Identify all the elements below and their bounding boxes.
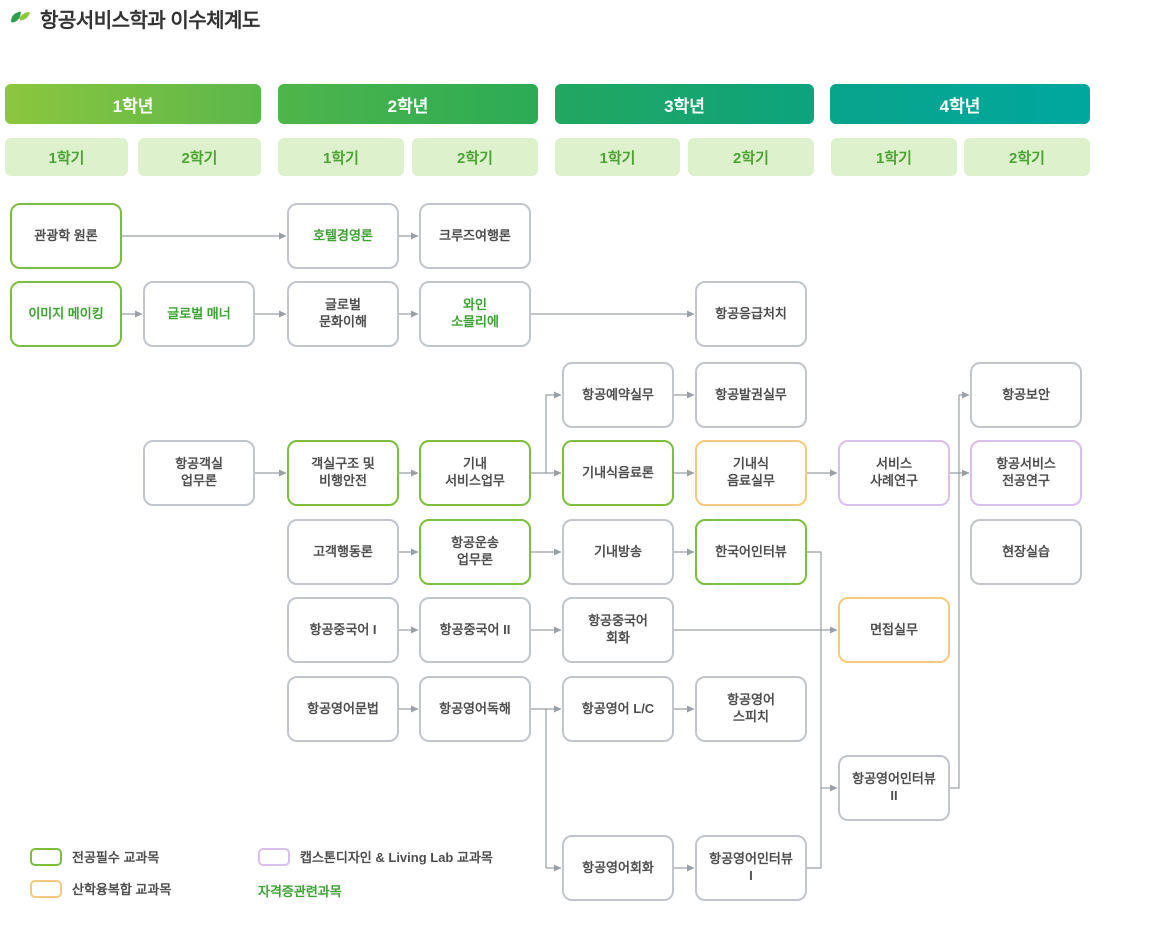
course-box: 기내 서비스업무	[419, 440, 531, 506]
course-label: 항공중국어 I	[309, 621, 377, 637]
course-box: 항공응급처치	[695, 281, 807, 347]
semester-header-2-2: 2학기	[412, 138, 538, 176]
legend-required-swatch	[30, 847, 62, 866]
course-label: 항공영어인터뷰 I	[709, 851, 793, 883]
semester-header-4-1: 1학기	[831, 138, 957, 176]
course-box: 항공영어회화	[562, 835, 674, 901]
legend-certificate-note: 자격증관련과목	[258, 884, 342, 899]
legend-industry-label: 산학융복합 교과목	[72, 882, 172, 897]
course-label: 항공중국어 회화	[588, 613, 648, 645]
course-label: 크루즈여행론	[439, 227, 511, 243]
course-box: 항공보안	[970, 362, 1082, 428]
course-box: 이미지 메이킹	[10, 281, 122, 347]
course-label: 현장실습	[1002, 543, 1050, 559]
course-box: 현장실습	[970, 519, 1082, 585]
course-label: 면접실무	[870, 621, 918, 637]
course-box: 와인 소믈리에	[419, 281, 531, 347]
course-box: 관광학 원론	[10, 203, 122, 269]
course-label: 항공객실 업무론	[175, 456, 223, 488]
course-label: 항공영어인터뷰 II	[852, 771, 936, 803]
course-label: 한국어인터뷰	[715, 543, 787, 559]
course-label: 항공영어문법	[307, 700, 379, 716]
course-label: 기내 서비스업무	[445, 456, 505, 488]
course-box: 항공객실 업무론	[143, 440, 255, 506]
course-label: 기내식 음료실무	[727, 456, 775, 488]
legend-capstone-swatch	[258, 847, 290, 866]
course-box: 글로벌 매너	[143, 281, 255, 347]
course-label: 서비스 사례연구	[870, 456, 918, 488]
legend-capstone: 캡스톤디자인 & Living Lab 교과목	[258, 847, 493, 866]
course-box: 기내방송	[562, 519, 674, 585]
semester-header-2-1: 1학기	[278, 138, 404, 176]
semester-header-4-2: 2학기	[964, 138, 1090, 176]
course-box: 크루즈여행론	[419, 203, 531, 269]
course-box: 면접실무	[838, 597, 950, 663]
course-label: 항공응급처치	[715, 305, 787, 321]
course-box: 항공영어인터뷰 I	[695, 835, 807, 901]
course-label: 항공예약실무	[582, 386, 654, 402]
semester-header-3-2: 2학기	[688, 138, 814, 176]
course-box: 고객행동론	[287, 519, 399, 585]
course-label: 항공영어 스피치	[727, 692, 775, 724]
year-header-4: 4학년	[830, 84, 1090, 124]
course-box: 글로벌 문화이해	[287, 281, 399, 347]
course-label: 항공발권실무	[715, 386, 787, 402]
course-label: 항공보안	[1002, 386, 1050, 402]
semester-header-3-1: 1학기	[555, 138, 680, 176]
legend-capstone-label: 캡스톤디자인 & Living Lab 교과목	[300, 850, 493, 865]
course-box: 항공서비스 전공연구	[970, 440, 1082, 506]
course-label: 글로벌 문화이해	[319, 297, 367, 329]
semester-header-1-2: 2학기	[138, 138, 261, 176]
course-label: 기내식음료론	[582, 464, 654, 480]
course-label: 이미지 메이킹	[28, 305, 104, 321]
legend-required: 전공필수 교과목	[30, 847, 159, 866]
page-header: 항공서비스학과 이수체계도	[8, 4, 260, 33]
year-header-2: 2학년	[278, 84, 538, 124]
course-box: 항공발권실무	[695, 362, 807, 428]
connector-lines	[122, 232, 970, 872]
course-box: 기내식 음료실무	[695, 440, 807, 506]
page-title: 항공서비스학과 이수체계도	[40, 10, 260, 32]
leaf-logo-icon	[8, 7, 32, 31]
course-box: 객실구조 및 비행안전	[287, 440, 399, 506]
course-label: 항공영어독해	[439, 700, 511, 716]
year-header-3: 3학년	[555, 84, 814, 124]
course-box: 항공중국어 회화	[562, 597, 674, 663]
legend-industry: 산학융복합 교과목	[30, 879, 171, 898]
course-label: 관광학 원론	[34, 227, 98, 243]
course-box: 항공영어 L/C	[562, 676, 674, 742]
course-box: 호텔경영론	[287, 203, 399, 269]
course-box: 항공중국어 I	[287, 597, 399, 663]
course-box: 항공영어인터뷰 II	[838, 755, 950, 821]
semester-header-1-1: 1학기	[5, 138, 128, 176]
course-box: 항공중국어 II	[419, 597, 531, 663]
course-label: 호텔경영론	[313, 227, 373, 243]
course-label: 고객행동론	[313, 543, 373, 559]
course-label: 객실구조 및 비행안전	[311, 456, 375, 488]
course-label: 항공중국어 II	[439, 621, 511, 637]
course-box: 항공운송 업무론	[419, 519, 531, 585]
course-box: 항공영어 스피치	[695, 676, 807, 742]
course-box: 서비스 사례연구	[838, 440, 950, 506]
year-header-1: 1학년	[5, 84, 261, 124]
course-label: 기내방송	[594, 543, 642, 559]
course-box: 기내식음료론	[562, 440, 674, 506]
course-label: 글로벌 매너	[167, 305, 231, 321]
course-label: 항공영어 L/C	[581, 700, 655, 716]
course-label: 항공운송 업무론	[451, 535, 499, 567]
course-label: 항공영어회화	[582, 859, 654, 875]
course-box: 항공예약실무	[562, 362, 674, 428]
course-box: 한국어인터뷰	[695, 519, 807, 585]
course-label: 항공서비스 전공연구	[996, 456, 1056, 488]
legend-required-label: 전공필수 교과목	[72, 850, 160, 865]
course-box: 항공영어독해	[419, 676, 531, 742]
legend-industry-swatch	[30, 879, 62, 898]
course-box: 항공영어문법	[287, 676, 399, 742]
course-label: 와인 소믈리에	[451, 297, 499, 329]
